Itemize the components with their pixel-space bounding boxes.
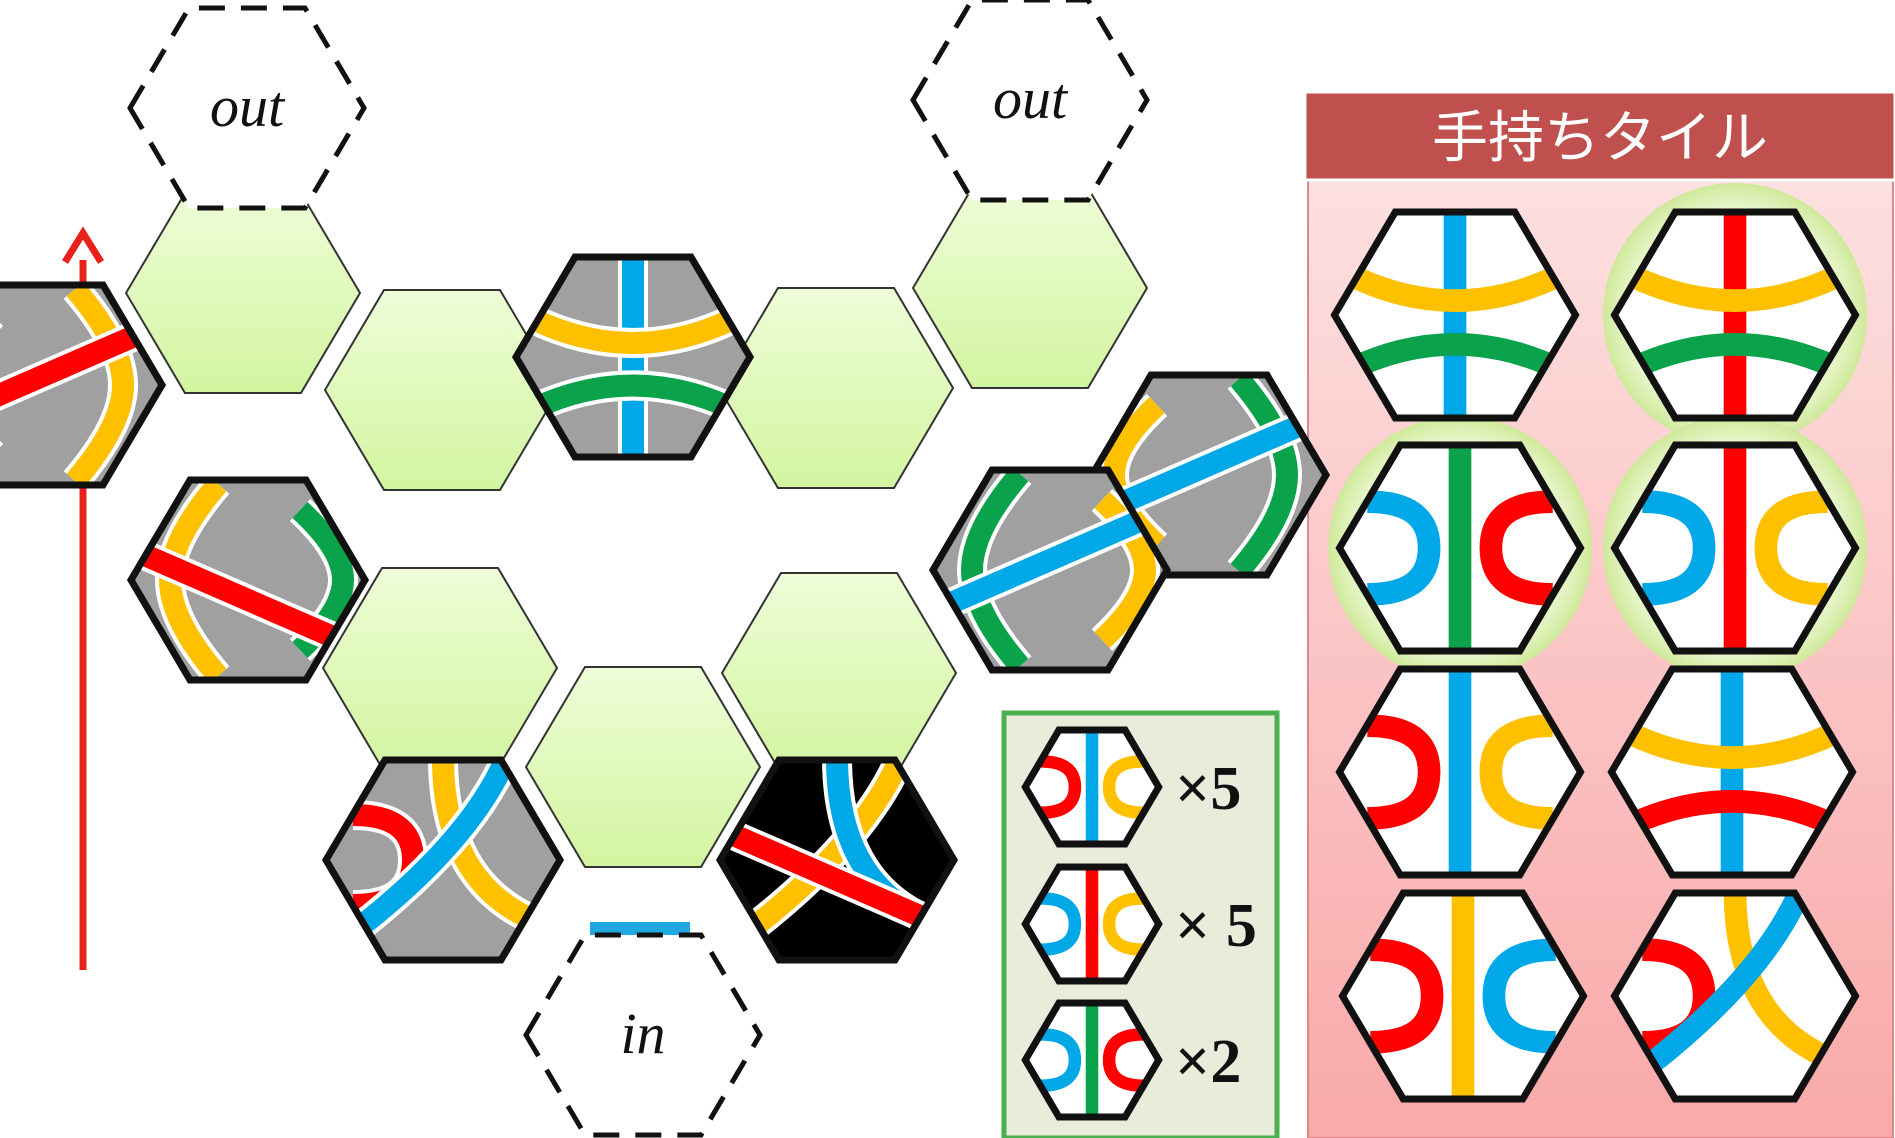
- empty-board-cell[interactable]: [717, 287, 955, 489]
- empty-board-cell[interactable]: [124, 192, 362, 394]
- hand-tile-1[interactable]: [1330, 208, 1580, 422]
- inventory-count: ×2: [1175, 1028, 1241, 1096]
- hand-tile-4[interactable]: [1610, 441, 1860, 655]
- placed-tile[interactable]: [511, 253, 755, 461]
- hand-tile-6[interactable]: [1607, 665, 1857, 879]
- hand-tile-8[interactable]: [1610, 889, 1860, 1103]
- inventory-count: × 5: [1175, 892, 1257, 960]
- hand-tile-2[interactable]: [1610, 208, 1860, 422]
- input-slot-label: in: [620, 1001, 665, 1066]
- hand-tile-7[interactable]: [1338, 889, 1588, 1103]
- inventory-tile-2[interactable]: [1021, 863, 1163, 985]
- output-slot-left: out: [127, 5, 367, 211]
- empty-board-cell[interactable]: [911, 187, 1149, 389]
- empty-board-cell[interactable]: [720, 572, 958, 774]
- output-slot-left-label: out: [210, 74, 286, 139]
- placed-tile[interactable]: [1087, 371, 1331, 579]
- placed-tile[interactable]: [928, 466, 1172, 674]
- output-slot-right-label: out: [993, 66, 1069, 131]
- output-slot-right: out: [910, 0, 1150, 203]
- hand-title-bar: [1303, 90, 1895, 182]
- placed-tile[interactable]: [321, 756, 565, 964]
- hand-title: 手持ちタイル: [1432, 106, 1768, 171]
- inventory-tile-3[interactable]: [1021, 999, 1163, 1121]
- empty-board-cell[interactable]: [323, 289, 561, 491]
- hand-tile-5[interactable]: [1335, 665, 1585, 879]
- input-slot: in: [523, 932, 763, 1138]
- hand-tile-3[interactable]: [1335, 441, 1585, 655]
- inventory-count: ×5: [1175, 755, 1241, 823]
- empty-board-cell[interactable]: [524, 666, 762, 868]
- placed-tile[interactable]: [0, 281, 167, 489]
- placed-tile[interactable]: [126, 476, 370, 684]
- inventory-tile-1[interactable]: [1021, 726, 1163, 848]
- placed-tile[interactable]: [715, 756, 959, 964]
